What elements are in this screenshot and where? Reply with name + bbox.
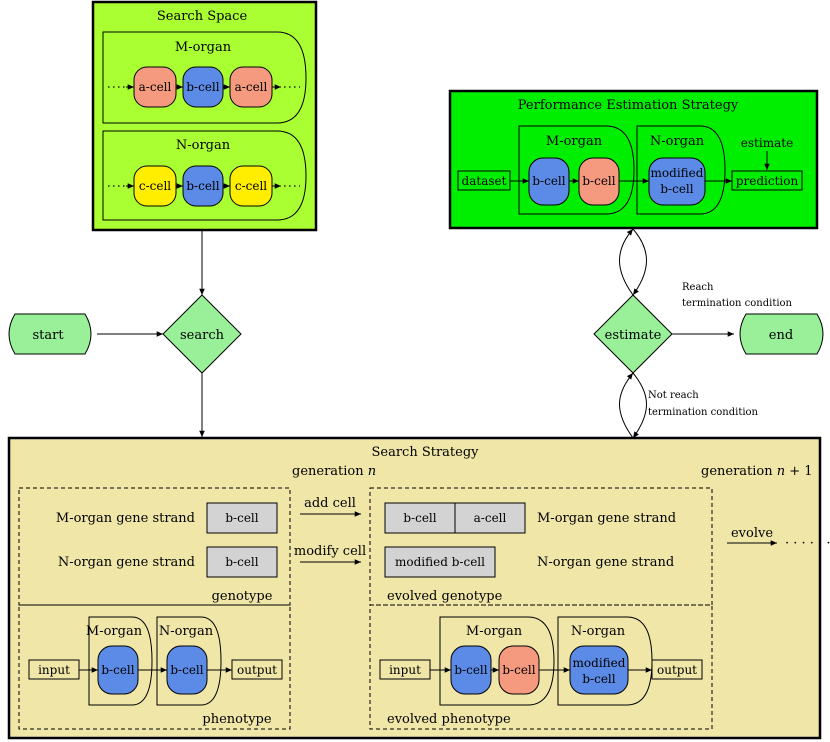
cell-label: b-cell: [186, 179, 219, 193]
gene-label: b-cell: [403, 511, 436, 525]
end-node: [739, 313, 824, 355]
evolved-n-organ-label: N-organ: [571, 624, 626, 639]
gene-label: a-cell: [474, 511, 507, 525]
cell-label: a-cell: [139, 80, 172, 94]
perf-m-organ-label: M-organ: [546, 134, 603, 149]
arrow-performance-to-estimate: [632, 228, 647, 296]
evolved-phenotype-caption: evolved phenotype: [387, 712, 511, 727]
phenotype-region: [18, 604, 291, 730]
perf-n-organ-frame: [636, 125, 726, 215]
prediction-box: [731, 170, 803, 191]
evolve-label: evolve: [731, 526, 773, 541]
search-label: search: [180, 328, 225, 343]
reach-label-line1: Reach: [682, 282, 714, 293]
n-organ-frame: [102, 130, 307, 221]
evolved-m-organ-label: M-organ: [466, 624, 523, 639]
m-organ-label: M-organ: [175, 40, 232, 55]
m-gene-strand-label: M-organ gene strand: [56, 511, 195, 526]
cell-label: b-cell: [502, 663, 535, 677]
output-box: [651, 659, 703, 680]
n-gene-strand-label: N-organ gene strand: [58, 555, 195, 570]
gene-box: [384, 546, 496, 578]
cell-label-line2: b-cell: [660, 182, 693, 196]
search-space-m-organ: M-organ a-cell b-cell a-cell: [102, 31, 307, 124]
cell-label-line2: b-cell: [582, 672, 615, 686]
gene-label: modified b-cell: [395, 555, 485, 569]
m-organ-frame: [102, 31, 307, 124]
gene-box: [454, 502, 526, 534]
estimate-node-label: estimate: [605, 328, 662, 343]
search-space-panel: Search Space M-organ a-cell b-cell a-cel…: [91, 0, 318, 232]
continuation-ellipsis: · · · · · ·: [785, 536, 830, 551]
output-box: [231, 659, 283, 680]
gene-box: [206, 502, 278, 534]
not-reach-label-line2: termination condition: [648, 407, 759, 418]
cell-label: b-cell: [454, 663, 487, 677]
main-flow: start search estimate end Reach terminat…: [8, 228, 824, 439]
input-label: input: [389, 663, 421, 677]
cell-label-line1: modified: [651, 166, 704, 180]
modify-cell-label: modify cell: [294, 544, 366, 559]
prediction-label: prediction: [736, 174, 799, 188]
cell-label: b-cell: [582, 174, 615, 188]
evolved-m-organ-frame: [439, 616, 555, 706]
arrow-estimate-to-strategy: [632, 372, 647, 439]
dataset-label: dataset: [462, 174, 507, 188]
output-label: output: [237, 663, 277, 677]
start-node: [8, 313, 92, 355]
search-space-title: Search Space: [157, 9, 248, 24]
arrow-estimate-to-performance: [619, 228, 634, 296]
gene-box: [206, 546, 278, 578]
search-space-n-organ: N-organ c-cell b-cell c-cell: [102, 130, 307, 221]
genotype-region: [18, 487, 291, 606]
performance-title: Performance Estimation Strategy: [518, 98, 739, 113]
perf-m-organ-frame: [518, 125, 635, 215]
cell-label: a-cell: [235, 80, 268, 94]
performance-panel: Performance Estimation Strategy dataset …: [448, 89, 819, 230]
n-organ-label: N-organ: [176, 138, 231, 153]
output-label: output: [657, 663, 697, 677]
gene-label: b-cell: [225, 555, 258, 569]
input-label: input: [38, 663, 70, 677]
arrow-strategy-to-estimate: [619, 372, 634, 439]
search-strategy-box: [7, 436, 822, 740]
search-strategy-panel: Search Strategy generation n generation …: [7, 436, 830, 740]
cell-label: c-cell: [235, 179, 267, 193]
estimate-label: estimate: [741, 136, 793, 150]
generation-n1-label: generation n + 1: [701, 464, 813, 479]
cell-label: b-cell: [532, 174, 565, 188]
cell-label: b-cell: [101, 663, 134, 677]
evolved-genotype-caption: evolved genotype: [387, 589, 503, 604]
cell-label-line1: modified: [573, 656, 626, 670]
genotype-caption: genotype: [212, 589, 273, 604]
evolved-m-gene-strand-label: M-organ gene strand: [537, 511, 676, 526]
gene-label: b-cell: [225, 511, 258, 525]
modified-b-cell-node: [569, 645, 629, 695]
pheno-n-organ-frame: [156, 616, 222, 706]
search-strategy-title: Search Strategy: [371, 445, 479, 460]
start-label: start: [32, 328, 64, 343]
pheno-m-organ-label: M-organ: [86, 624, 143, 639]
pheno-n-organ-label: N-organ: [159, 624, 214, 639]
perf-n-organ-label: N-organ: [650, 134, 705, 149]
cell-label: b-cell: [186, 80, 219, 94]
generation-n-label: generation n: [292, 464, 376, 479]
evolved-phenotype-region: [369, 604, 713, 730]
cell-label: b-cell: [170, 663, 203, 677]
add-cell-label: add cell: [304, 496, 356, 511]
end-label: end: [769, 328, 793, 343]
phenotype-caption: phenotype: [202, 712, 271, 727]
pheno-m-organ-frame: [88, 616, 153, 706]
reach-label-line2: termination condition: [682, 298, 793, 309]
cell-label: c-cell: [139, 179, 171, 193]
evolved-n-gene-strand-label: N-organ gene strand: [537, 555, 674, 570]
not-reach-label-line1: Not reach: [648, 390, 699, 401]
